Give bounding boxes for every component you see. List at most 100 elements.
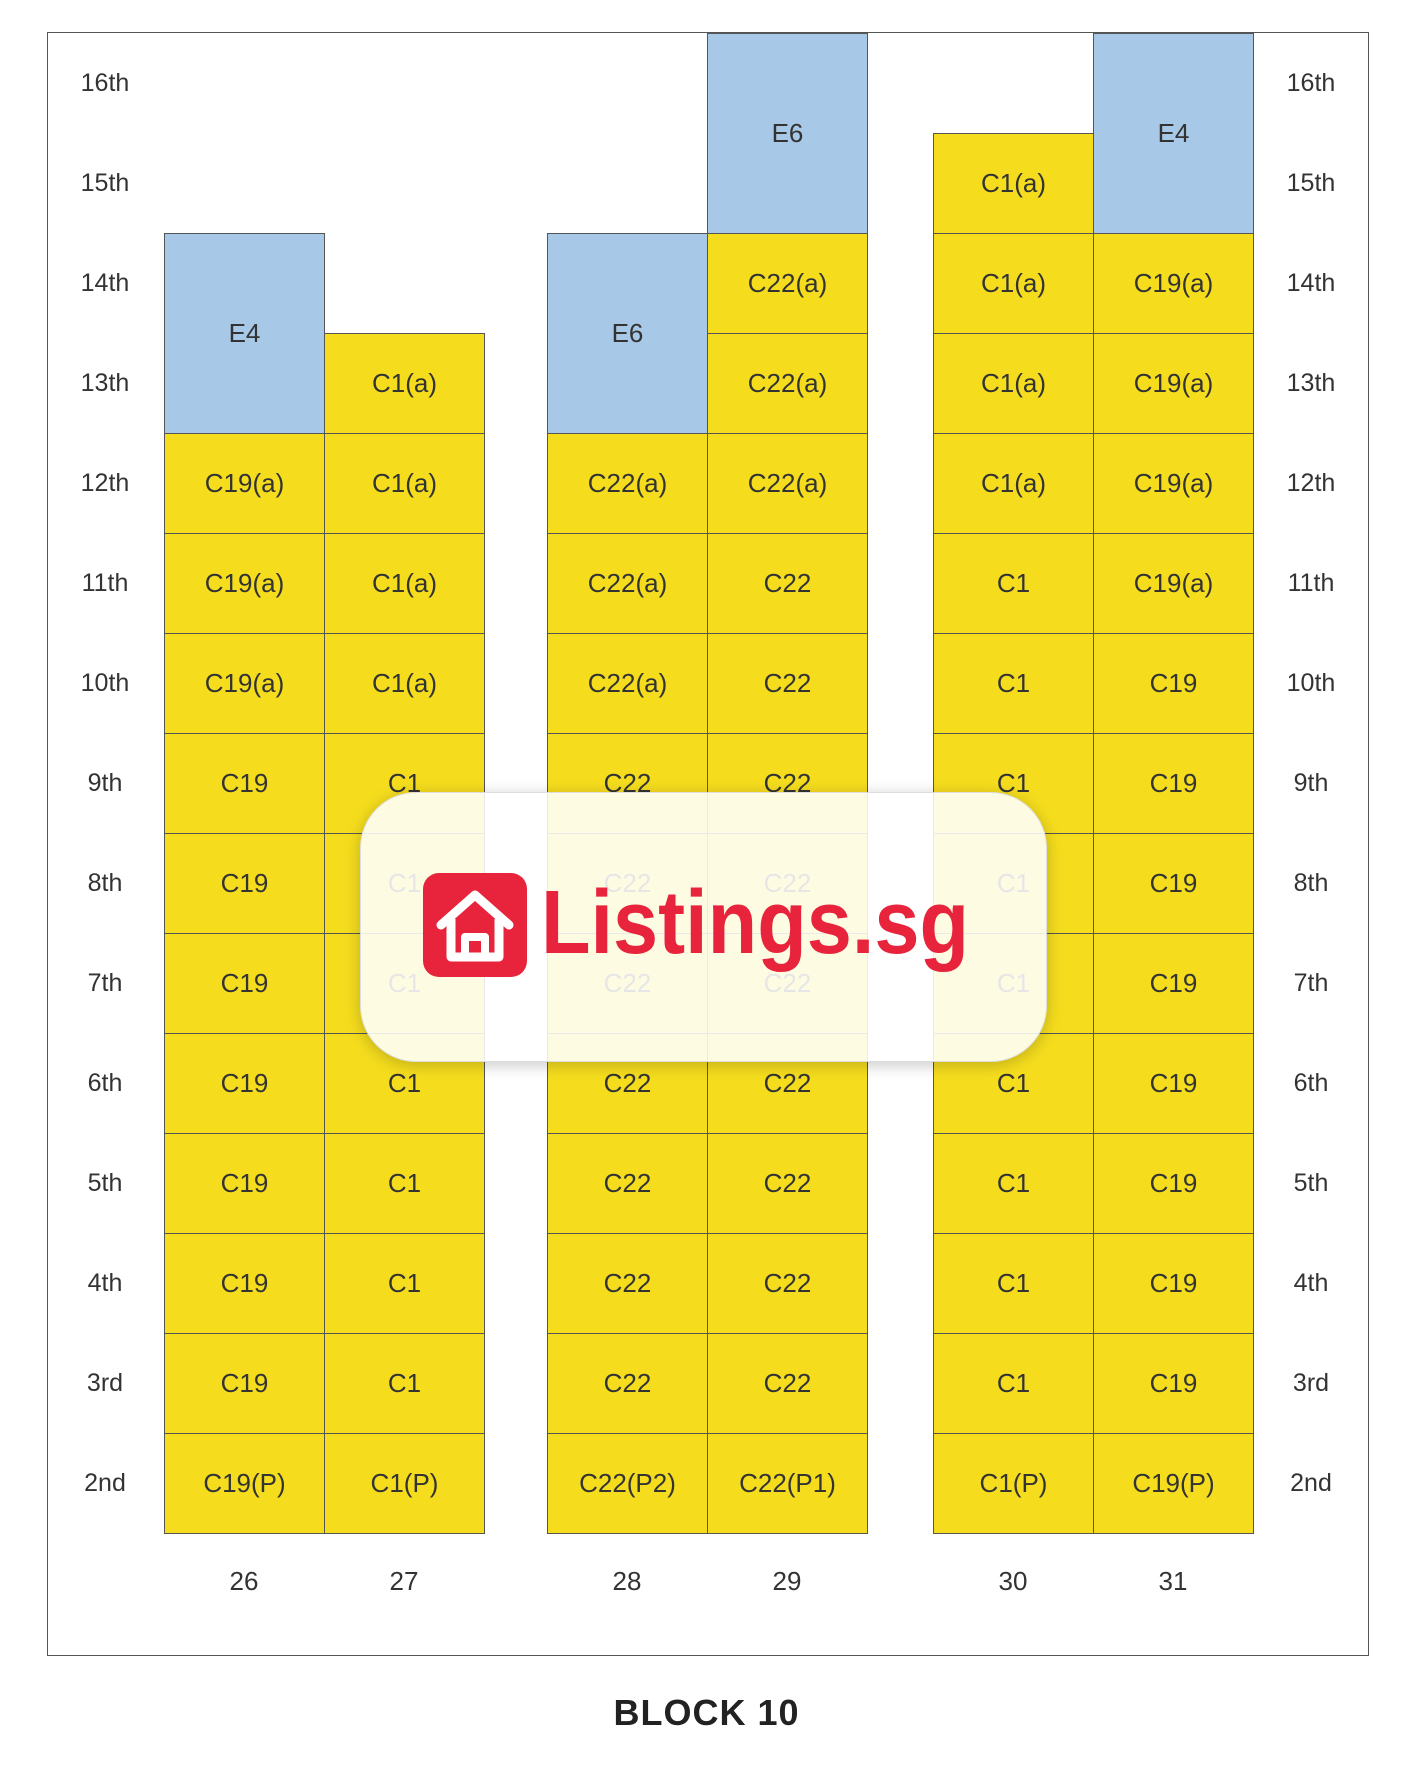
stack-number: 30 [998, 1566, 1028, 1596]
unit-cell: C1 [933, 633, 1094, 734]
unit-cell: C1 [933, 1133, 1094, 1234]
unit-cell: C19 [1093, 1233, 1254, 1334]
watermark-text: Listings.sg [541, 875, 969, 973]
unit-cell: C22(P1) [707, 1433, 868, 1534]
unit-cell: C1(a) [933, 433, 1094, 534]
watermark-badge: Listings.sg [360, 792, 1047, 1062]
floor-label-right: 10th [1286, 669, 1336, 697]
floor-label-right: 12th [1286, 469, 1336, 497]
unit-cell: C22(a) [547, 433, 708, 534]
floor-label-left: 5th [87, 1169, 123, 1197]
unit-cell: C22(a) [707, 333, 868, 434]
unit-cell: C19 [1093, 1033, 1254, 1134]
floor-label-right: 11th [1287, 569, 1335, 597]
penthouse-unit-cell: E6 [547, 233, 708, 434]
unit-cell: C22(P2) [547, 1433, 708, 1534]
unit-cell: C19(a) [1093, 333, 1254, 434]
floor-label-right: 8th [1293, 869, 1329, 897]
floor-label-right: 13th [1286, 369, 1336, 397]
stack-number: 31 [1158, 1566, 1188, 1596]
floor-label-right: 4th [1293, 1269, 1329, 1297]
unit-cell: C1(a) [933, 133, 1094, 234]
unit-cell: C1 [933, 1233, 1094, 1334]
house-logo-icon [423, 873, 527, 977]
unit-cell: C19(a) [1093, 433, 1254, 534]
floor-label-left: 7th [87, 969, 123, 997]
floor-label-left: 16th [80, 69, 130, 97]
unit-cell: C1(a) [324, 333, 485, 434]
unit-cell: C22 [707, 633, 868, 734]
watermark-wordmark: Listings.sg [541, 875, 969, 973]
unit-cell: C19 [1093, 633, 1254, 734]
unit-cell: C1(a) [324, 433, 485, 534]
unit-cell: C19 [1093, 833, 1254, 934]
unit-cell: C22 [707, 533, 868, 634]
unit-cell: C19 [164, 1033, 325, 1134]
floor-label-left: 15th [80, 169, 130, 197]
unit-cell: C1(a) [933, 333, 1094, 434]
unit-cell: C19(a) [164, 633, 325, 734]
unit-cell: C19 [1093, 1133, 1254, 1234]
penthouse-unit-cell: E4 [1093, 33, 1254, 234]
floor-label-right: 14th [1286, 269, 1336, 297]
unit-cell: C19 [164, 1133, 325, 1234]
unit-cell: C22(a) [707, 233, 868, 334]
floor-label-left: 3rd [86, 1369, 124, 1397]
floor-label-left: 4th [87, 1269, 123, 1297]
stack-number: 28 [612, 1566, 642, 1596]
unit-cell: C22(a) [547, 533, 708, 634]
unit-cell: C1(a) [324, 633, 485, 734]
floor-label-left: 14th [80, 269, 130, 297]
unit-cell: C19 [1093, 733, 1254, 834]
stack-number: 29 [772, 1566, 802, 1596]
unit-cell: C22(a) [707, 433, 868, 534]
unit-cell: C19(a) [164, 433, 325, 534]
floor-label-left: 13th [80, 369, 130, 397]
floor-label-left: 12th [80, 469, 130, 497]
unit-cell: C19 [164, 1333, 325, 1434]
floor-label-left: 2nd [84, 1469, 126, 1497]
floor-label-right: 6th [1293, 1069, 1329, 1097]
block-title: BLOCK 10 [613, 1692, 800, 1733]
unit-cell: C19 [164, 933, 325, 1034]
unit-cell: C1 [324, 1233, 485, 1334]
unit-cell: C1(a) [324, 533, 485, 634]
unit-cell: C22 [707, 1233, 868, 1334]
unit-cell: C22 [547, 1133, 708, 1234]
floor-label-right: 9th [1293, 769, 1329, 797]
floor-label-right: 7th [1293, 969, 1329, 997]
unit-cell: C1 [933, 1333, 1094, 1434]
unit-cell: C19 [164, 833, 325, 934]
penthouse-unit-cell: E4 [164, 233, 325, 434]
floor-label-left: 6th [87, 1069, 123, 1097]
floor-label-right: 16th [1286, 69, 1336, 97]
stack-number: 27 [389, 1566, 419, 1596]
floor-label-right: 5th [1293, 1169, 1329, 1197]
floor-label-left: 10th [80, 669, 130, 697]
unit-cell: C19 [1093, 1333, 1254, 1434]
unit-cell: C22 [707, 1333, 868, 1434]
unit-cell: C22 [707, 1133, 868, 1234]
unit-cell: C19 [1093, 933, 1254, 1034]
unit-cell: C19(P) [164, 1433, 325, 1534]
unit-cell: C1 [324, 1333, 485, 1434]
floor-label-left: 11th [81, 569, 129, 597]
unit-cell: C1 [933, 533, 1094, 634]
unit-cell: C22 [547, 1233, 708, 1334]
floor-label-right: 3rd [1292, 1369, 1330, 1397]
unit-cell: C19(a) [164, 533, 325, 634]
floor-label-right: 15th [1286, 169, 1336, 197]
unit-cell: C19 [164, 1233, 325, 1334]
unit-cell: C22 [547, 1333, 708, 1434]
unit-cell: C19 [164, 733, 325, 834]
floor-label-left: 9th [87, 769, 123, 797]
unit-cell: C19(a) [1093, 233, 1254, 334]
unit-cell: C19(P) [1093, 1433, 1254, 1534]
unit-cell: C1(a) [933, 233, 1094, 334]
unit-cell: C19(a) [1093, 533, 1254, 634]
unit-cell: C1(P) [324, 1433, 485, 1534]
penthouse-unit-cell: E6 [707, 33, 868, 234]
unit-cell: C22(a) [547, 633, 708, 734]
unit-cell: C1(P) [933, 1433, 1094, 1534]
unit-cell: C1 [324, 1133, 485, 1234]
